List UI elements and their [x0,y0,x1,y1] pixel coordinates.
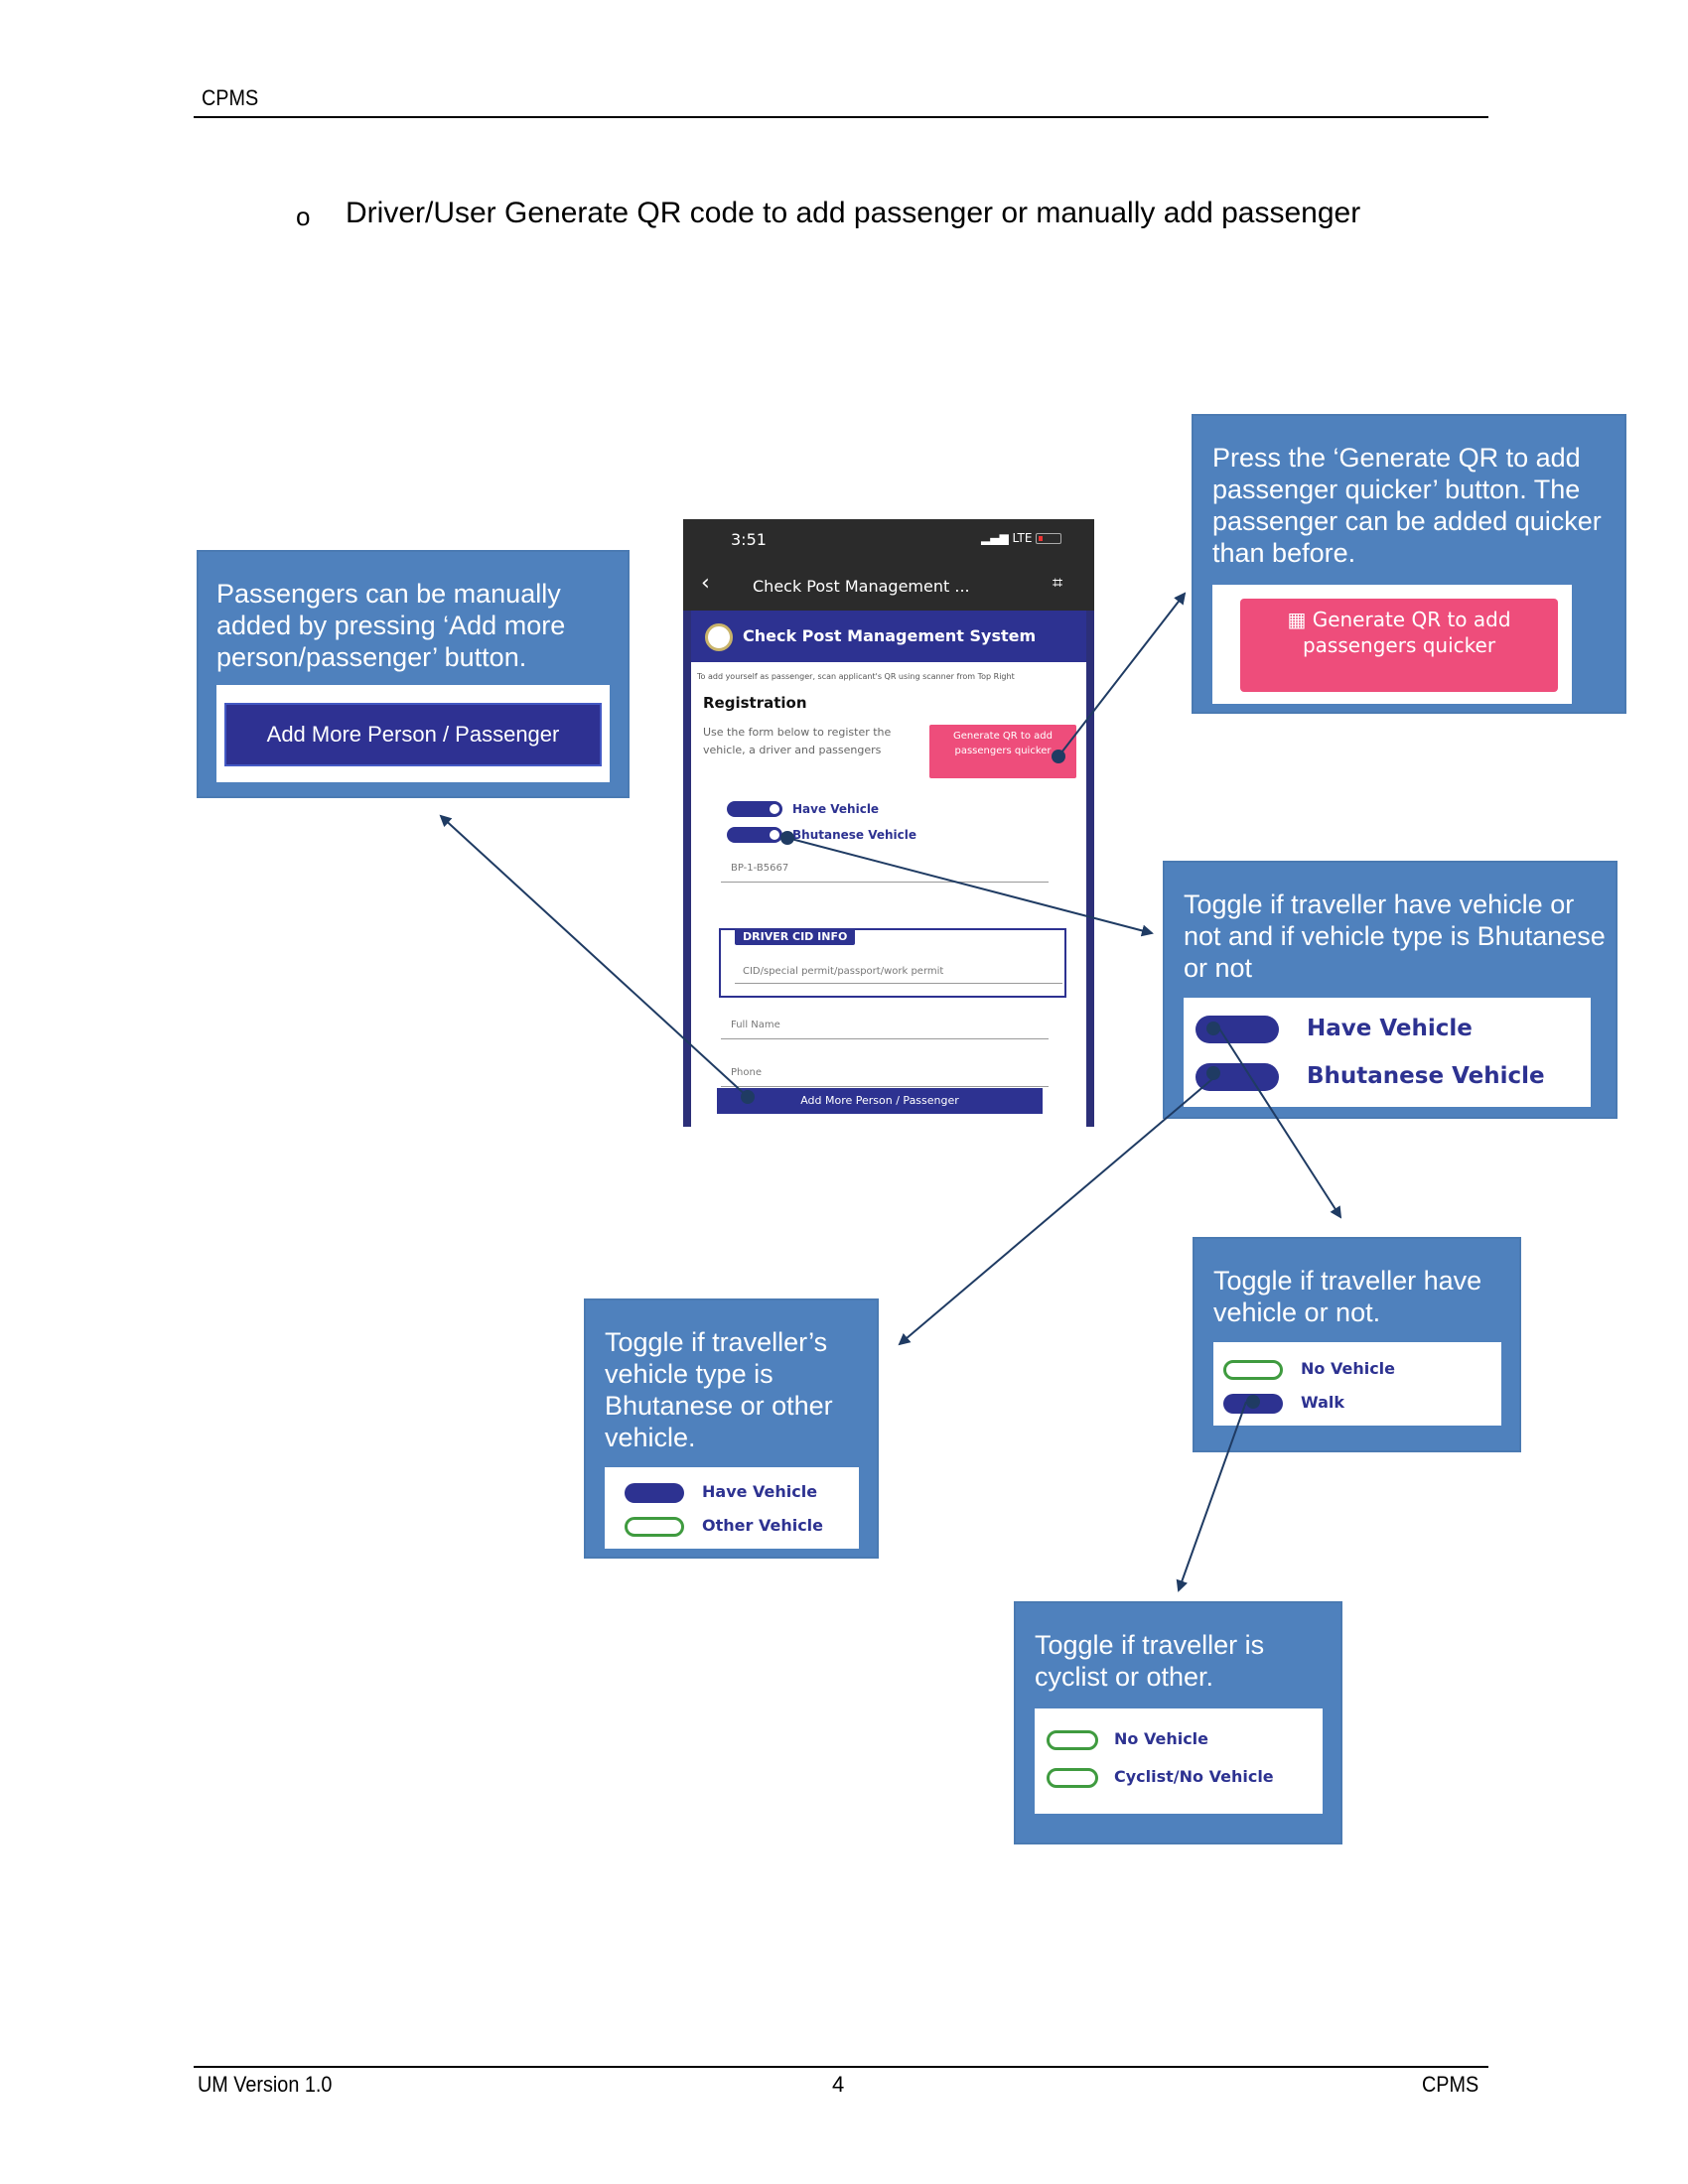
anchor-dot-qr [1052,750,1065,763]
have-vehicle-label: Have Vehicle [792,802,880,816]
cid-input[interactable]: CID/special permit/passport/work permit [735,962,1062,984]
battery-icon [1036,533,1061,544]
arrow-to-vehicle-type [898,1072,1220,1346]
callout-vehicle-toggle-text: Toggle if traveller have vehicle or not … [1184,889,1606,983]
generate-qr-button[interactable]: Generate QR to add passengers quicker [929,725,1076,778]
no-vehicle-cyclist-toggle-preview [1047,1730,1098,1750]
callout-vehicle-type-inset: Have Vehicle Other Vehicle [605,1467,859,1549]
anchor-dot-add-more [741,1090,755,1104]
footer-rule [194,2066,1488,2068]
network-type: LTE [1012,531,1033,545]
have-vehicle-toggle[interactable] [727,801,782,817]
no-vehicle-cyclist-preview-label: No Vehicle [1114,1729,1209,1748]
have-vehicle-type-preview-label: Have Vehicle [702,1482,818,1501]
arrow-add-more-to-callout [439,814,749,1098]
phone-screenshot: 3:51 ▂▄▆ LTE ‹ Check Post Management ...… [683,519,1094,1127]
cyclist-preview-label: Cyclist/No Vehicle [1114,1767,1274,1786]
phone-nav-bar: Check Post Management System [691,611,1086,662]
phone-app-bar: ‹ Check Post Management ... ⌗ [683,561,1094,611]
other-vehicle-toggle-preview [625,1517,684,1537]
header-title: CPMS [202,85,259,110]
driver-cid-section: DRIVER CID INFO CID/special permit/passp… [719,928,1066,998]
section-bullet-text: Driver/User Generate QR code to add pass… [346,197,1361,229]
registration-form: To add yourself as passenger, scan appli… [691,662,1086,1127]
bhutanese-vehicle-label: Bhutanese Vehicle [792,828,916,842]
anchor-dot-walk [1246,1395,1260,1409]
bullet-marker: o [296,202,311,231]
arrow-to-have-vehicle [1218,1027,1342,1219]
signal-indicator: ▂▄▆ LTE [981,531,1033,545]
registration-title: Registration [703,694,807,712]
anchor-dot-bhutanese [1206,1066,1220,1080]
bhutanese-vehicle-toggle[interactable] [727,827,782,843]
generate-qr-label: Generate QR to add passengers quicker [1302,608,1511,657]
callout-vehicle-type-text: Toggle if traveller’s vehicle type is Bh… [605,1327,833,1452]
callout-cyclist-inset: No Vehicle Cyclist/No Vehicle [1035,1708,1323,1814]
callout-manual-add: Passengers can be manually added by pres… [197,550,630,798]
cyclist-toggle-preview [1047,1768,1098,1788]
arrow-toggles-to-callout [786,837,1154,937]
phone-status-bar: 3:51 ▂▄▆ LTE [683,519,1094,561]
callout-have-vehicle-text: Toggle if traveller have vehicle or not. [1213,1266,1482,1327]
status-time: 3:51 [731,530,767,549]
callout-manual-add-inset: Add More Person / Passenger [216,685,610,782]
no-vehicle-preview-label: No Vehicle [1301,1359,1396,1378]
callout-generate-qr-inset: ▦ Generate QR to add passengers quicker [1212,585,1572,704]
arrow-qr-to-callout [1057,592,1187,757]
have-vehicle-type-toggle-preview [625,1483,684,1503]
qr-code-icon: ▦ [1287,608,1313,631]
callout-have-vehicle: Toggle if traveller have vehicle or not.… [1193,1237,1521,1452]
nav-title: Check Post Management System [743,626,1037,645]
anchor-dot-toggle [780,831,794,845]
header-rule [194,116,1488,118]
vehicle-number-field[interactable]: BP-1-B5667 [721,857,1049,883]
callout-vehicle-toggle-inset: Have Vehicle Bhutanese Vehicle [1184,998,1591,1107]
callout-manual-add-text: Passengers can be manually added by pres… [216,579,566,672]
back-arrow-icon[interactable]: ‹ [701,571,710,596]
walk-preview-label: Walk [1301,1393,1344,1412]
qr-scan-icon[interactable]: ⌗ [1053,573,1063,594]
callout-have-vehicle-inset: No Vehicle Walk [1213,1342,1501,1426]
registration-description: Use the form below to register the vehic… [703,726,892,756]
callout-cyclist: Toggle if traveller is cyclist or other.… [1014,1601,1342,1844]
arrow-to-cyclist [1176,1401,1247,1592]
full-name-input[interactable]: Full Name [721,1014,1049,1039]
have-vehicle-preview-label: Have Vehicle [1307,1016,1473,1041]
driver-cid-tag: DRIVER CID INFO [735,928,856,945]
bhutanese-vehicle-preview-label: Bhutanese Vehicle [1307,1063,1545,1089]
app-bar-title: Check Post Management ... [753,577,970,596]
callout-generate-qr: Press the ‘Generate QR to add passenger … [1192,414,1626,714]
system-logo-icon [705,623,733,651]
generate-qr-button-preview: ▦ Generate QR to add passengers quicker [1240,599,1558,692]
add-more-passenger-button-preview: Add More Person / Passenger [224,703,602,766]
footer-page-number: 4 [832,2072,845,2097]
callout-cyclist-text: Toggle if traveller is cyclist or other. [1035,1630,1265,1692]
other-vehicle-preview-label: Other Vehicle [702,1516,824,1535]
phone-input[interactable]: Phone [721,1061,1049,1087]
callout-vehicle-toggle: Toggle if traveller have vehicle or not … [1163,861,1618,1119]
callout-vehicle-type: Toggle if traveller’s vehicle type is Bh… [584,1298,879,1559]
footer-version: UM Version 1.0 [198,2072,333,2097]
footer-product: CPMS [1422,2072,1479,2097]
add-more-passenger-button[interactable]: Add More Person / Passenger [717,1088,1043,1114]
scan-hint: To add yourself as passenger, scan appli… [697,672,1015,681]
callout-generate-qr-text: Press the ‘Generate QR to add passenger … [1212,443,1602,568]
no-vehicle-toggle-preview [1223,1360,1283,1380]
anchor-dot-have-vehicle [1206,1022,1220,1035]
